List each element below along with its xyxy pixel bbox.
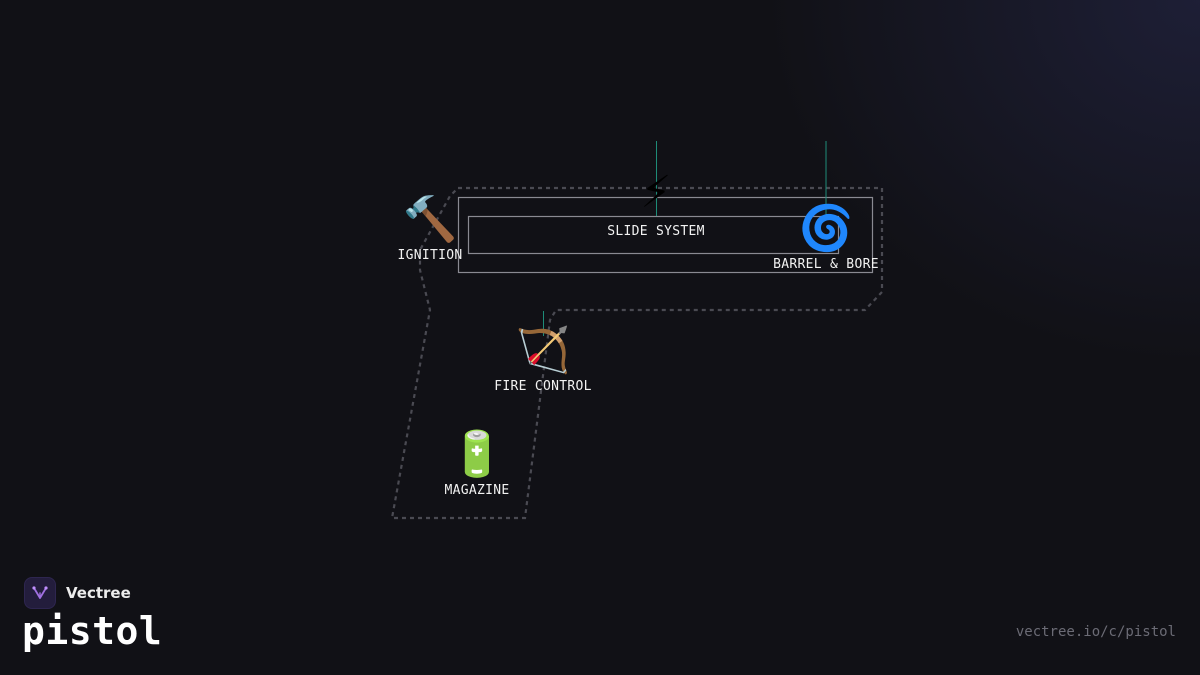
part-label-magazine: MAGAZINE — [444, 483, 510, 498]
bow-and-arrow-icon: 🏹 — [515, 325, 571, 376]
brand[interactable]: Vectree — [24, 577, 131, 609]
part-label-barrel-bore: BARREL & BORE — [773, 257, 879, 272]
part-fire-control[interactable]: 🏹 FIRE CONTROL — [494, 325, 592, 394]
slide-outer-box — [457, 196, 874, 274]
battery-icon: 🔋 — [449, 429, 505, 480]
part-slide-system-icon[interactable]: ⚡ — [641, 167, 672, 219]
cyclone-icon: 🌀 — [798, 203, 854, 254]
part-barrel-bore[interactable]: 🌀 BARREL & BORE — [773, 203, 879, 272]
hammer-icon: 🔨 — [402, 194, 458, 245]
part-label-ignition: IGNITION — [397, 248, 463, 263]
part-label-slide-system: SLIDE SYSTEM — [607, 224, 705, 239]
page-title: pistol — [22, 609, 163, 653]
pistol-silhouette-outline — [390, 186, 884, 520]
part-label-fire-control: FIRE CONTROL — [494, 379, 592, 394]
part-magazine[interactable]: 🔋 MAGAZINE — [444, 429, 509, 498]
part-ignition[interactable]: 🔨 IGNITION — [397, 194, 462, 263]
brand-name: Vectree — [66, 584, 131, 602]
lightning-icon: ⚡ — [640, 167, 672, 218]
page-url[interactable]: vectree.io/c/pistol — [1015, 624, 1176, 640]
slide-inner-box — [467, 215, 840, 255]
vectree-logo-icon — [24, 577, 56, 609]
